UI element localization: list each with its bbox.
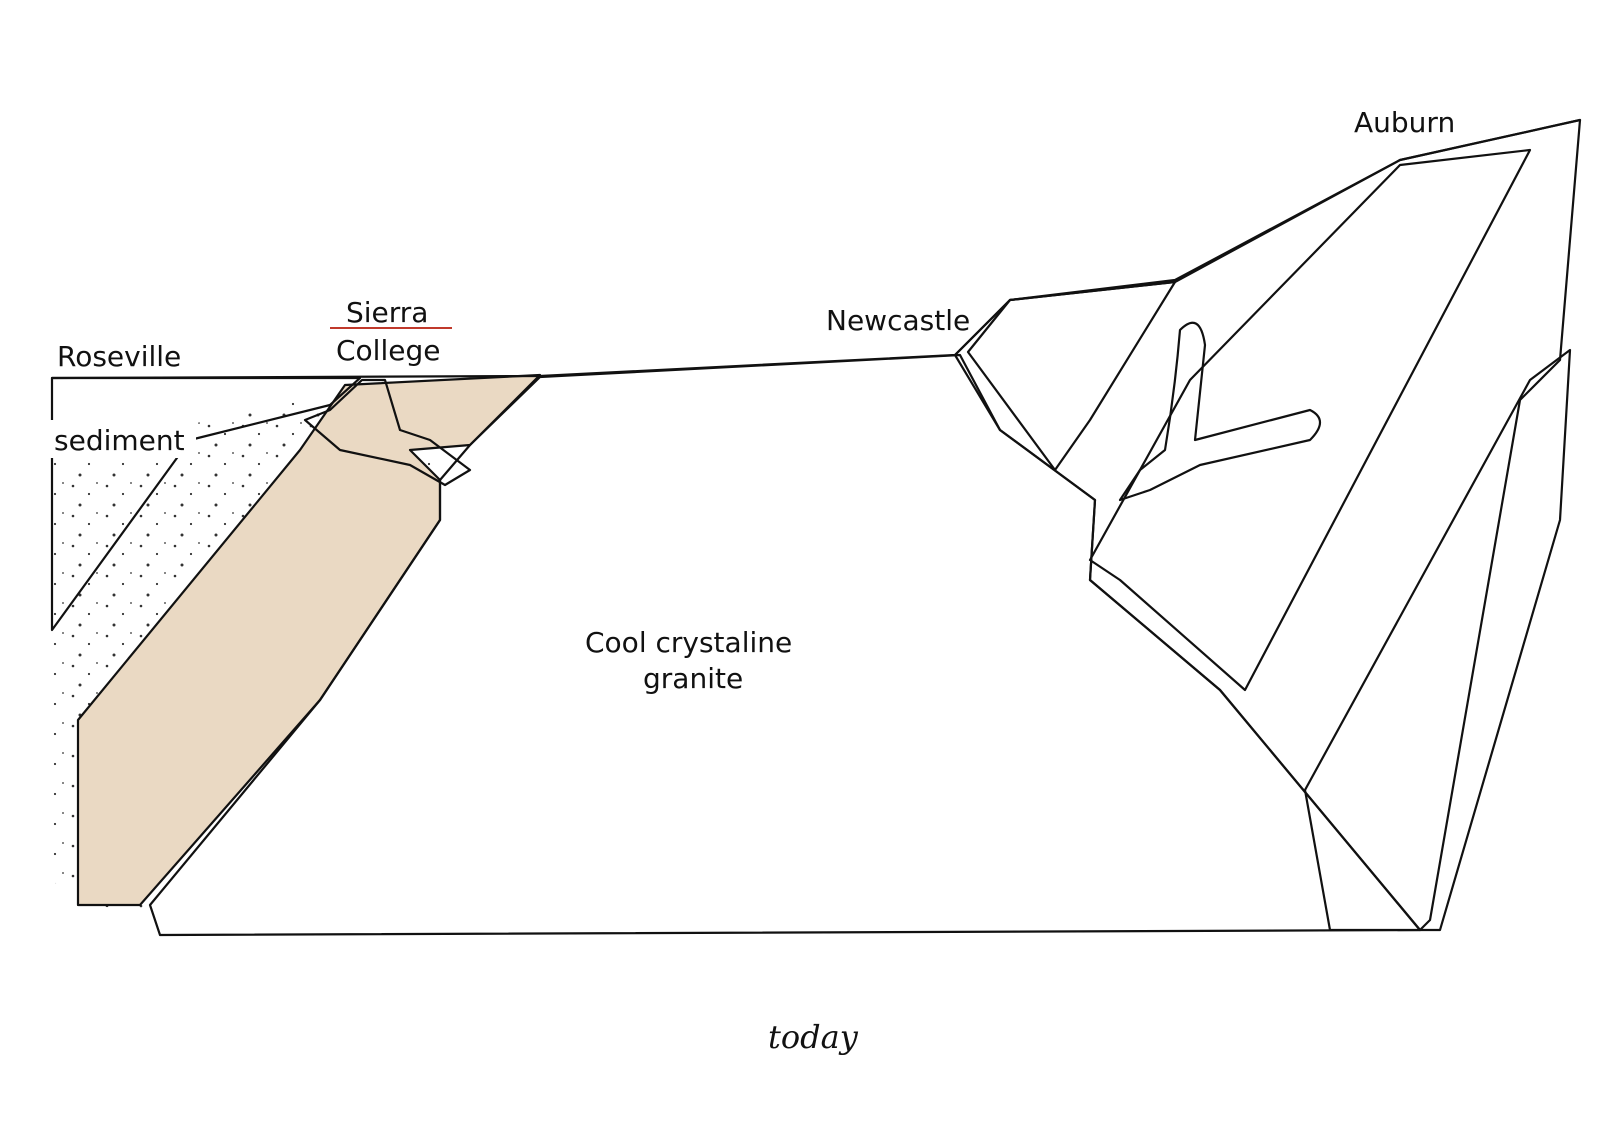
newcastle-hatched-wedge [966,280,1177,472]
tan-dipping-rock-layer [78,375,540,905]
right-dipping-hatched-band [1088,148,1532,692]
granite-label-backdrop [578,620,814,698]
right-vertical-striped-band [1303,348,1572,932]
label-granite-line2: granite [643,662,743,695]
sierra-college-dike [303,378,472,487]
label-newcastle: Newcastle [826,304,970,337]
label-sierra-college-line1: Sierra [346,296,428,329]
label-roseville: Roseville [57,340,181,373]
ground-surface-line [50,118,1582,380]
label-auburn: Auburn [1354,106,1455,139]
label-sediment: sediment [54,424,185,457]
sediment-label-backdrop [50,420,196,458]
right-country-rock [953,118,1582,932]
label-sierra-college-line2: College [336,334,440,367]
label-granite-line1: Cool crystaline [585,626,792,659]
right-dike [1118,321,1322,502]
caption-today: today [768,1018,859,1056]
